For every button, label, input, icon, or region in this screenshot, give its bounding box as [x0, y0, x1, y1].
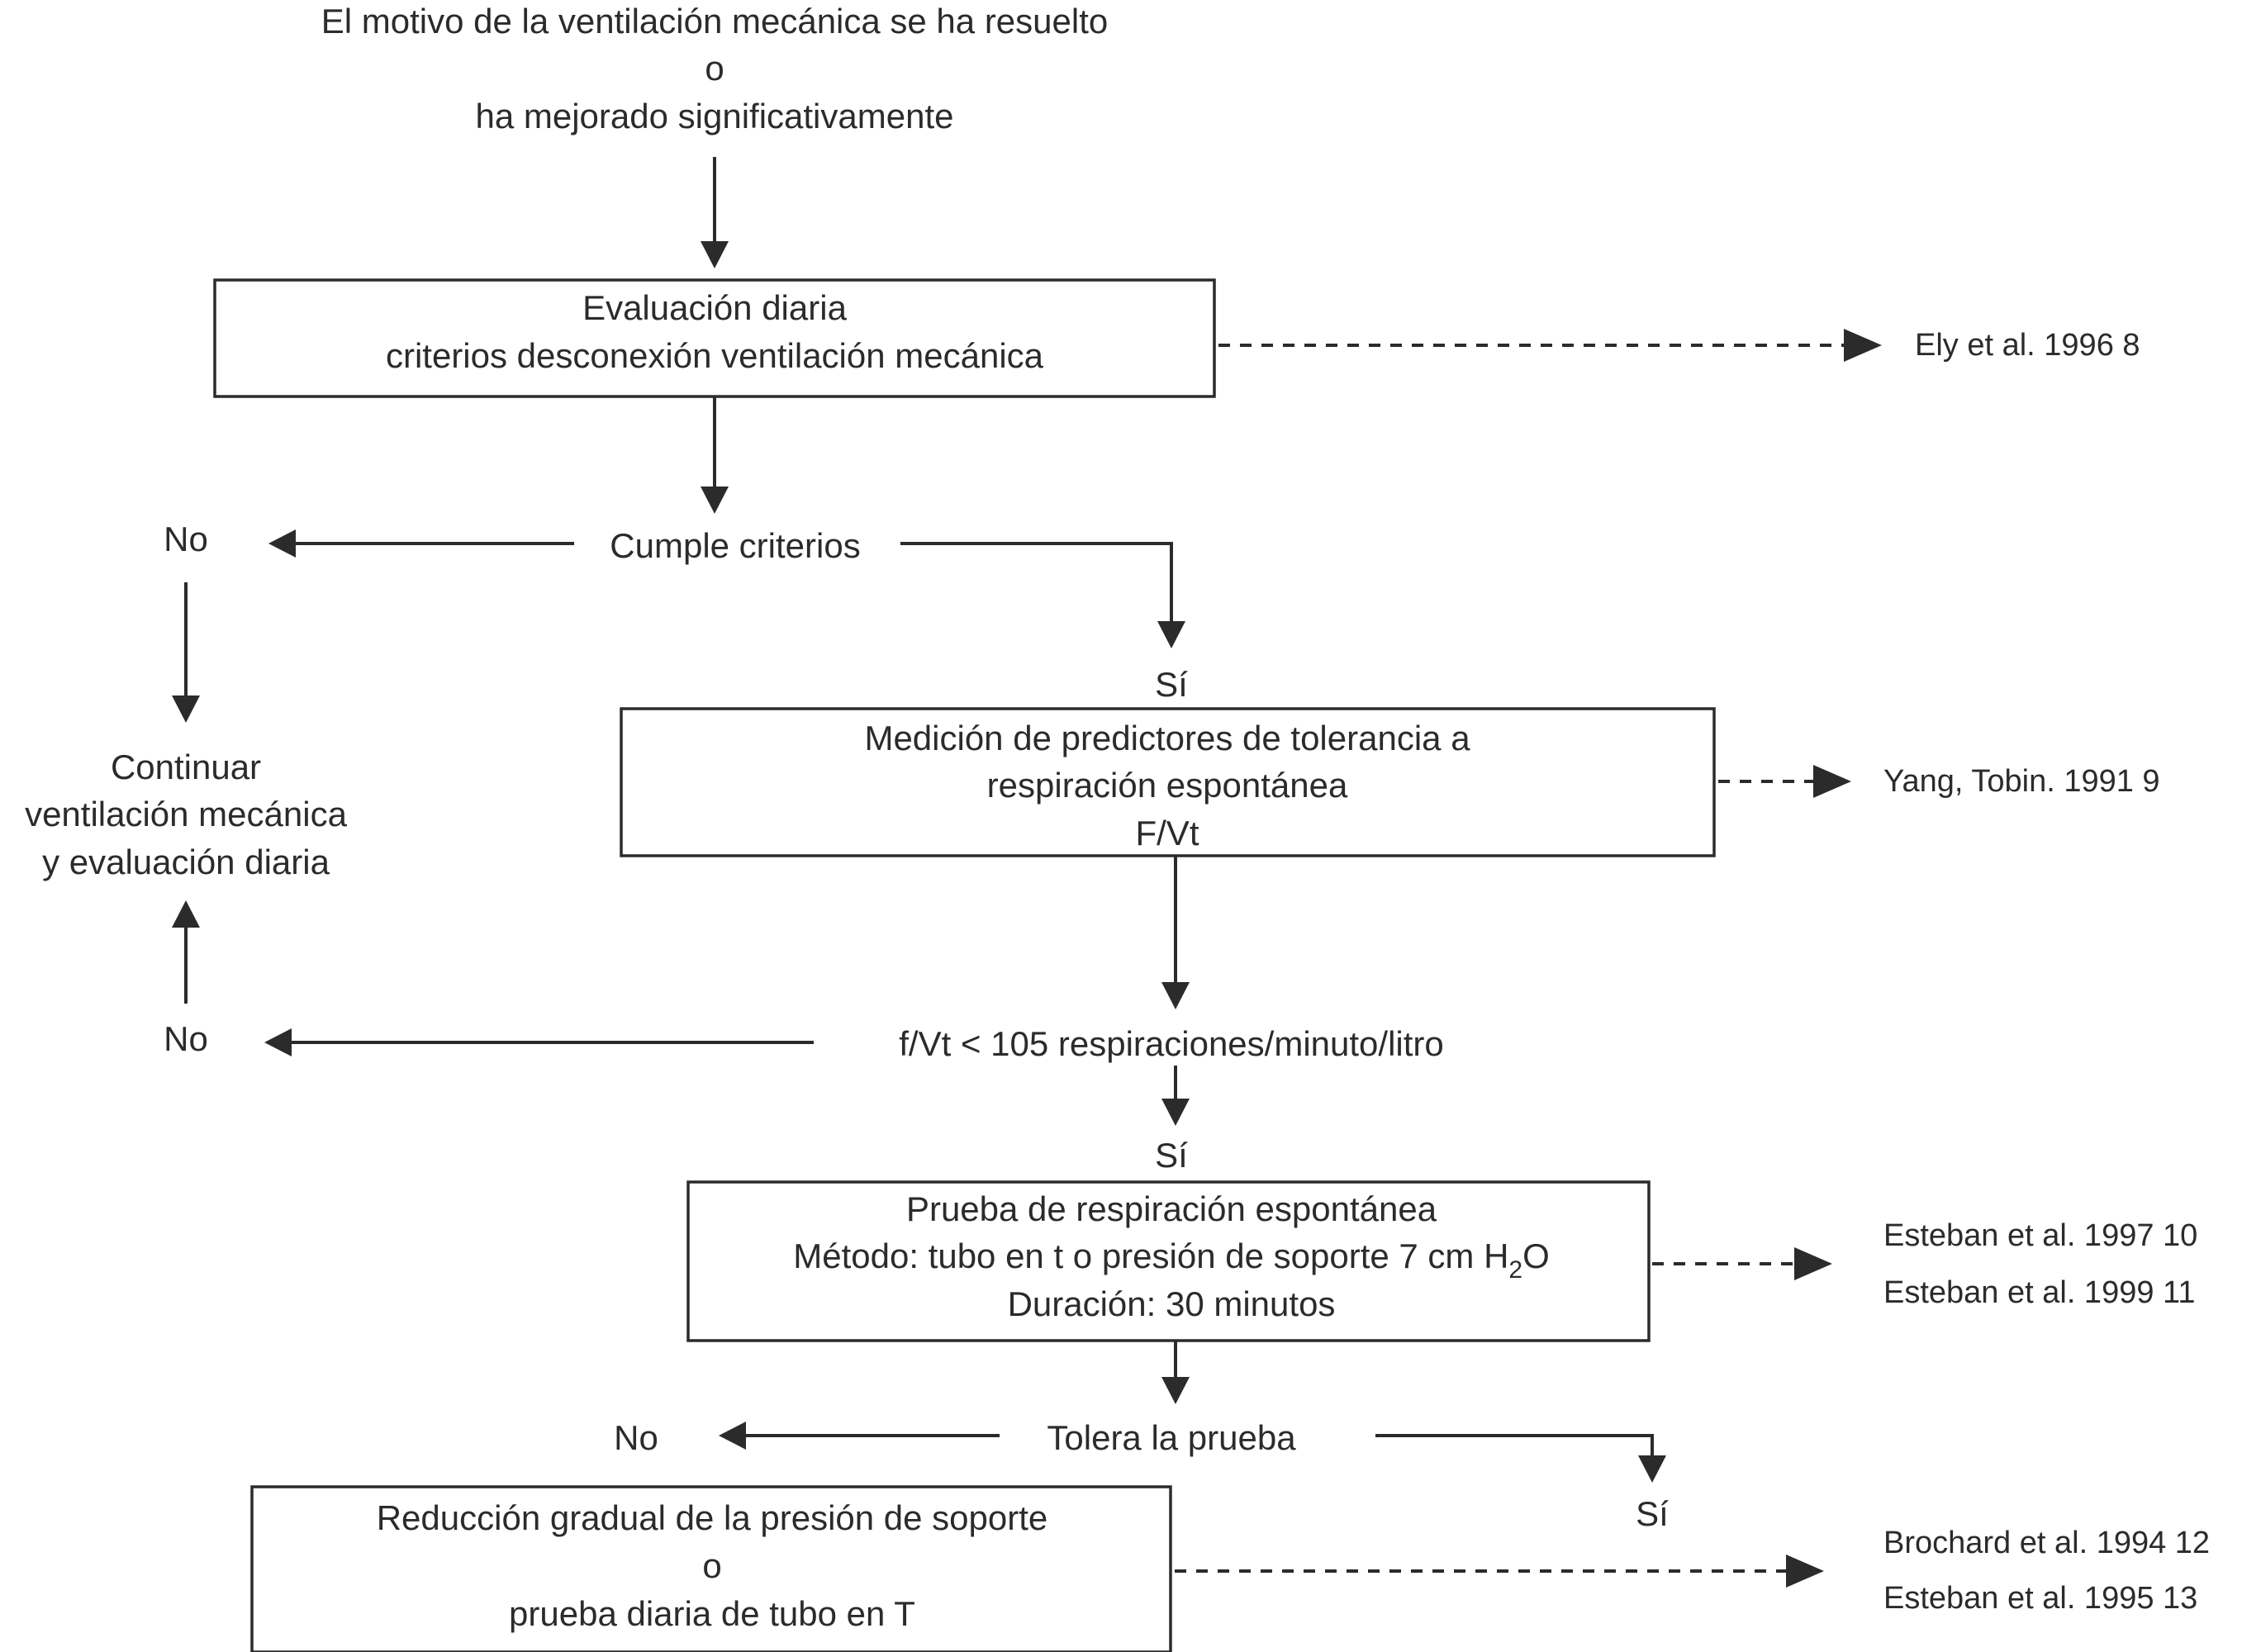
arrow-no-to-continuar [172, 582, 200, 723]
start-line-3: ha mejorado significativamente [476, 97, 954, 135]
prueba-line-3: Duración: 30 minutos [1008, 1284, 1336, 1323]
no-label-2: No [164, 1019, 208, 1058]
dashed-arrow-yang [1718, 765, 1851, 798]
arrow-tolera-to-no [719, 1422, 1000, 1450]
prueba-line-2-end: O [1522, 1237, 1550, 1275]
prueba-line-2-main: Método: tubo en t o presión de soporte 7… [793, 1237, 1508, 1275]
no-label-3: No [614, 1418, 658, 1457]
prueba-line-2: Método: tubo en t o presión de soporte 7… [793, 1237, 1550, 1284]
ref-esteban-1997: Esteban et al. 1997 10 [1883, 1218, 2197, 1253]
prueba-box-frame [686, 1180, 1651, 1342]
dashed-arrow-esteban-97-99 [1652, 1247, 1832, 1280]
eval-box: Evaluación diaria criterios desconexión … [213, 278, 1216, 398]
reduccion-box: Reducción gradual de la presión de sopor… [250, 1485, 1172, 1652]
ref-esteban-1995: Esteban et al. 1995 13 [1883, 1581, 2197, 1616]
arrow-start-to-eval [701, 157, 729, 268]
continuar-line-3: y evaluación diaria [42, 843, 330, 881]
si-label-2: Sí [1155, 1136, 1188, 1175]
medicion-line-1: Medición de predictores de tolerancia a [864, 719, 1470, 757]
ref-yang: Yang, Tobin. 1991 9 [1883, 764, 2160, 799]
no-label-1: No [164, 520, 208, 558]
eval-line-2: criterios desconexión ventilación mecáni… [386, 336, 1044, 375]
arrow-prueba-to-tolera [1161, 1341, 1190, 1404]
ref-brochard-1994: Brochard et al. 1994 12 [1883, 1526, 2210, 1560]
start-line-2: o [705, 49, 724, 88]
ref-ely: Ely et al. 1996 8 [1915, 328, 2140, 363]
continuar-line-1: Continuar [111, 748, 261, 786]
continuar-node: Continuar ventilación mecánica y evaluac… [25, 748, 348, 881]
medicion-box-frame [620, 707, 1716, 857]
fvt-criterion-label: f/Vt < 105 respiraciones/minuto/litro [899, 1024, 1444, 1063]
arrow-eval-to-cumple [701, 396, 729, 514]
dashed-arrow-ely [1218, 329, 1882, 362]
arrow-no2-to-continuar [172, 900, 200, 1004]
arrow-fvt-to-no [264, 1028, 814, 1056]
arrow-cumple-to-no [268, 529, 574, 558]
continuar-line-2: ventilación mecánica [25, 795, 348, 833]
arrow-tolera-to-si [1375, 1434, 1666, 1483]
reduccion-line-2: o [702, 1546, 721, 1585]
medicion-line-2: respiración espontánea [987, 766, 1348, 805]
ref-esteban-1999: Esteban et al. 1999 11 [1883, 1275, 2195, 1310]
medicion-line-3: F/Vt [1135, 814, 1199, 852]
dashed-arrow-brochard [1175, 1555, 1824, 1588]
start-line-1: El motivo de la ventilación mecánica se … [321, 2, 1109, 40]
arrow-fvt-to-si [1161, 1066, 1190, 1126]
prueba-line-1: Prueba de respiración espontánea [906, 1189, 1437, 1228]
arrow-cumple-to-si [900, 542, 1185, 648]
si-label-3: Sí [1636, 1494, 1669, 1533]
reduccion-box-frame [250, 1485, 1172, 1652]
reduccion-line-3: prueba diaria de tubo en T [509, 1594, 915, 1633]
start-node: El motivo de la ventilación mecánica se … [321, 2, 1109, 135]
reduccion-line-1: Reducción gradual de la presión de sopor… [377, 1498, 1048, 1537]
cumple-criterios-label: Cumple criterios [610, 526, 860, 565]
tolera-prueba-label: Tolera la prueba [1047, 1418, 1296, 1457]
arrow-medicion-to-fvt [1161, 856, 1190, 1009]
prueba-box: Prueba de respiración espontánea Método:… [686, 1180, 1651, 1342]
prueba-line-2-subscript: 2 [1508, 1256, 1522, 1284]
eval-line-1: Evaluación diaria [582, 288, 848, 327]
si-label-1: Sí [1155, 665, 1188, 704]
medicion-box: Medición de predictores de tolerancia a … [620, 707, 1716, 857]
